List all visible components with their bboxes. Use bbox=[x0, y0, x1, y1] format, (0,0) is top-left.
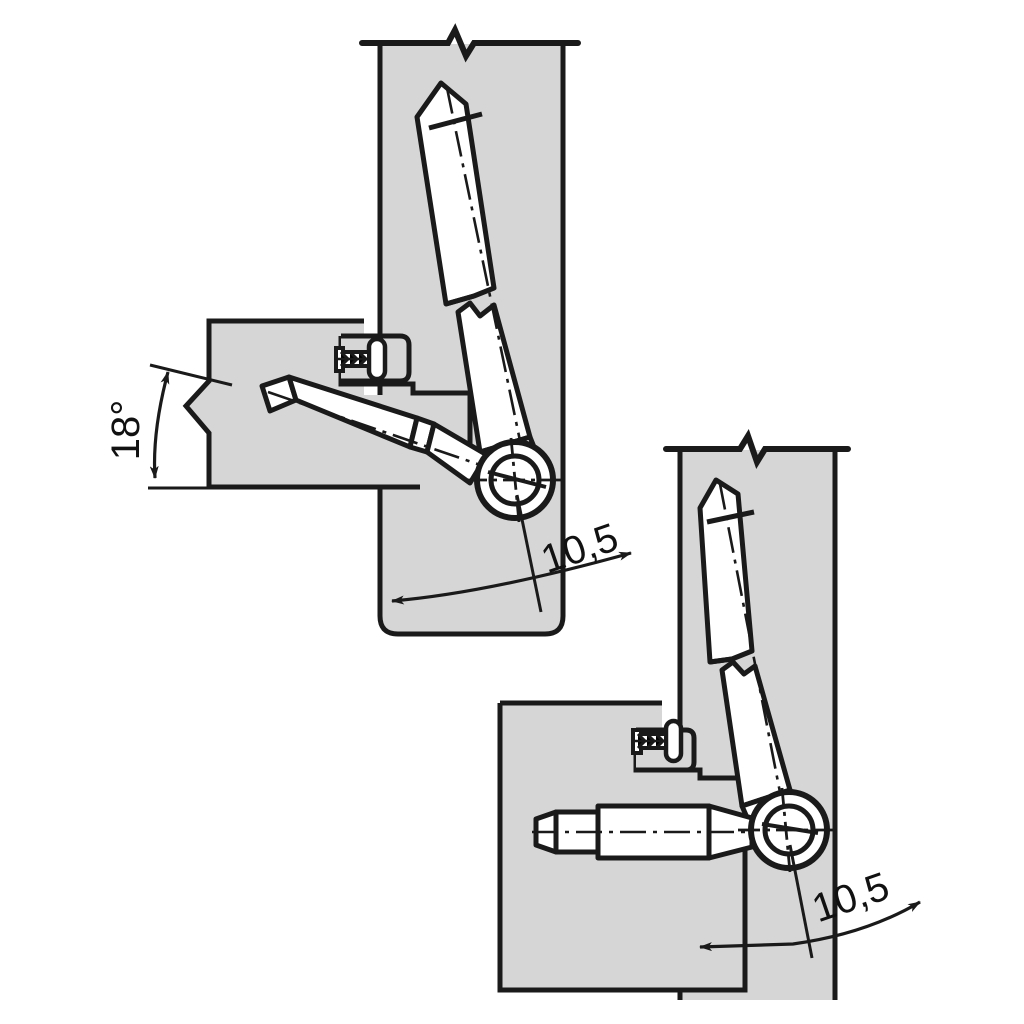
lower-right-view: 10,5 bbox=[497, 429, 921, 1000]
dowel-break-lower bbox=[709, 656, 733, 665]
door-dowel-lower bbox=[532, 803, 790, 861]
hinge-knuckle-lower bbox=[738, 787, 842, 873]
break-line-upper-panel bbox=[359, 23, 581, 63]
dowel-point-cap-upper bbox=[428, 111, 483, 131]
angle-reference-line-upper bbox=[149, 363, 233, 387]
offset-dimension-lower: 10,5 bbox=[699, 844, 921, 959]
dowel-break-top-upper bbox=[445, 293, 475, 307]
screw-head-lower bbox=[663, 718, 684, 764]
upper-left-view: 18° 10,5 bbox=[104, 23, 632, 637]
door-dowel-centerline-upper bbox=[267, 390, 493, 471]
angle-arc-upper bbox=[149, 371, 170, 479]
angle-dimension-upper: 18° bbox=[104, 363, 233, 490]
mounting-screw-lower bbox=[631, 718, 684, 764]
offset-arc-lower bbox=[699, 900, 921, 952]
door-dowel-upper bbox=[259, 374, 493, 486]
hinge-knuckle-upper bbox=[465, 437, 568, 523]
dowel-centerline-upper bbox=[445, 87, 527, 466]
door-panel-outline-lower bbox=[497, 700, 748, 993]
break-line-lower-panel bbox=[663, 429, 851, 469]
dowel-centerline-lower bbox=[718, 483, 787, 819]
mounting-screw-upper bbox=[334, 336, 388, 382]
panel-outline-upper bbox=[377, 44, 566, 637]
offset-arc-upper bbox=[391, 551, 632, 605]
knuckle-centerline-v-lower bbox=[780, 787, 792, 873]
screw-head-upper bbox=[366, 336, 388, 382]
dowel-point-cap-lower bbox=[706, 509, 755, 525]
door-dowel-tip-upper bbox=[424, 421, 490, 486]
knuckle-slot-lower bbox=[761, 822, 819, 835]
knuckle-slot-upper bbox=[487, 470, 547, 489]
angle-label-18: 18° bbox=[104, 400, 148, 461]
